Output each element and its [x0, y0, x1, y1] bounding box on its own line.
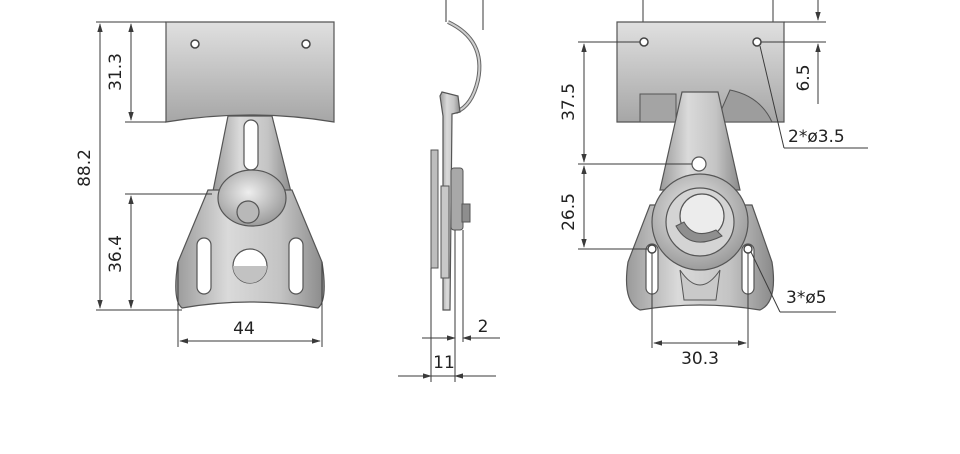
rear-foot-center-arc — [679, 269, 721, 301]
dim-rear-height-upper: 37.5 — [559, 83, 579, 121]
side-lower-body — [440, 185, 450, 279]
side-hub — [450, 167, 464, 231]
dim-front-height-bottom: 36.4 — [106, 235, 126, 273]
side-view — [430, 0, 484, 311]
dim-front-width: 44 — [233, 319, 255, 339]
rear-arm — [659, 91, 741, 191]
front-dimensions: 31.3 88.2 36.4 44 — [75, 21, 323, 347]
side-base-plate — [430, 149, 439, 269]
rear-arm-hole — [691, 156, 707, 172]
rear-dimensions: 37.5 26.5 6.5 2*ø3.5 3*ø5 30.3 — [559, 0, 868, 369]
dim-side-thickness: 11 — [433, 353, 455, 373]
dim-rear-small-holes: 2*ø3.5 — [788, 127, 845, 147]
rear-plate-hole-left — [639, 37, 649, 47]
rear-foot-hole-right — [743, 244, 753, 254]
rear-view — [616, 0, 785, 311]
side-dimensions: 11 2 — [398, 230, 500, 382]
rear-foot-hole-left — [647, 244, 657, 254]
rear-swivel-cam — [675, 221, 723, 243]
dim-rear-height-lower: 26.5 — [559, 193, 579, 231]
dim-rear-hole-spacing: 30.3 — [681, 349, 719, 369]
front-foot-slot-left — [196, 237, 212, 295]
leader-small-holes — [759, 45, 785, 149]
leader-large-holes — [750, 251, 781, 313]
front-foot-center-shade — [233, 266, 267, 283]
front-view — [165, 21, 335, 309]
dim-rear-large-holes: 3*ø5 — [786, 288, 827, 308]
dim-side-plate: 2 — [478, 317, 489, 337]
front-pivot-hub — [217, 169, 287, 227]
dim-rear-hole-offset: 6.5 — [794, 64, 814, 91]
side-hub-screw — [461, 203, 471, 223]
rear-plate-bend — [715, 89, 773, 123]
front-mounting-plate — [165, 21, 335, 123]
front-plate-hole-left — [190, 39, 200, 49]
rear-plate-hole-right — [752, 37, 762, 47]
front-arm-slot — [243, 119, 259, 171]
front-pivot-screw — [236, 200, 260, 224]
dim-front-height-top: 31.3 — [106, 53, 126, 91]
rear-plate-notch — [639, 93, 677, 123]
dim-front-height-total: 88.2 — [75, 149, 95, 187]
front-plate-hole-right — [301, 39, 311, 49]
front-foot-slot-right — [288, 237, 304, 295]
